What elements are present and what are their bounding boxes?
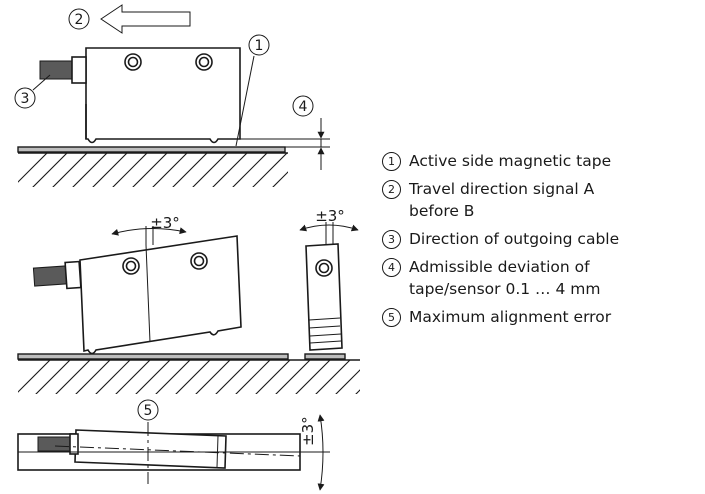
screw-hole <box>124 53 142 71</box>
legend-text: Travel direction signal A before B <box>409 180 595 220</box>
legend-item-4: 4 Admissible deviation of tape/sensor 0.… <box>382 256 704 300</box>
cable <box>32 260 82 290</box>
svg-text:4: 4 <box>299 99 308 115</box>
legend-number: 1 <box>382 152 401 171</box>
svg-text:2: 2 <box>75 12 84 28</box>
cable <box>37 433 79 455</box>
magnetic-tape-end <box>304 353 346 360</box>
legend-item-2: 2 Travel direction signal A before B <box>382 178 704 222</box>
angle-label-end: ±3° <box>315 207 345 225</box>
legend-text: Admissible deviation of tape/sensor 0.1 … <box>409 258 601 298</box>
tilted-sensor-body <box>79 235 242 355</box>
svg-text:1: 1 <box>255 38 264 54</box>
callout-2: 2 <box>68 8 90 30</box>
legend-text: Maximum alignment error <box>409 308 612 326</box>
legend-item-5: 5 Maximum alignment error <box>382 306 704 328</box>
legend-item-1: 1 Active side magnetic tape <box>382 150 704 172</box>
side-view: 2 3 <box>14 4 330 187</box>
legend-text: Direction of outgoing cable <box>409 230 620 248</box>
ground-hatching <box>18 360 360 394</box>
callout-5: 5 <box>137 399 159 421</box>
magnetic-tape <box>17 353 289 360</box>
legend-number: 3 <box>382 230 401 249</box>
end-view-sensor <box>305 243 343 351</box>
legend: 1 Active side magnetic tape 2 Travel dir… <box>382 150 704 334</box>
top-view: 5 ±3° <box>17 399 330 491</box>
svg-text:5: 5 <box>144 403 153 419</box>
svg-text:3: 3 <box>21 91 30 107</box>
callout-1: 1 <box>248 34 270 56</box>
sensor-body <box>85 47 241 144</box>
legend-number: 4 <box>382 258 401 277</box>
screw-hole <box>190 252 208 270</box>
callout-4: 4 <box>292 95 314 117</box>
cable <box>39 56 87 84</box>
screw-hole <box>195 53 213 71</box>
legend-item-3: 3 Direction of outgoing cable <box>382 228 704 250</box>
screw-hole <box>315 259 333 277</box>
callout-3: 3 <box>14 87 36 109</box>
magnetic-tape <box>17 146 286 153</box>
legend-number: 5 <box>382 308 401 327</box>
ground-hatching <box>18 153 288 187</box>
travel-direction-arrow <box>100 4 191 34</box>
angle-label-side: ±3° <box>150 214 180 232</box>
angle-label-top: ±3° <box>299 416 317 446</box>
legend-text: Active side magnetic tape <box>409 152 612 170</box>
top-sensor-body <box>74 429 227 469</box>
screw-hole <box>122 257 140 275</box>
legend-number: 2 <box>382 180 401 199</box>
tilt-view: ±3° ±3° <box>17 207 360 394</box>
